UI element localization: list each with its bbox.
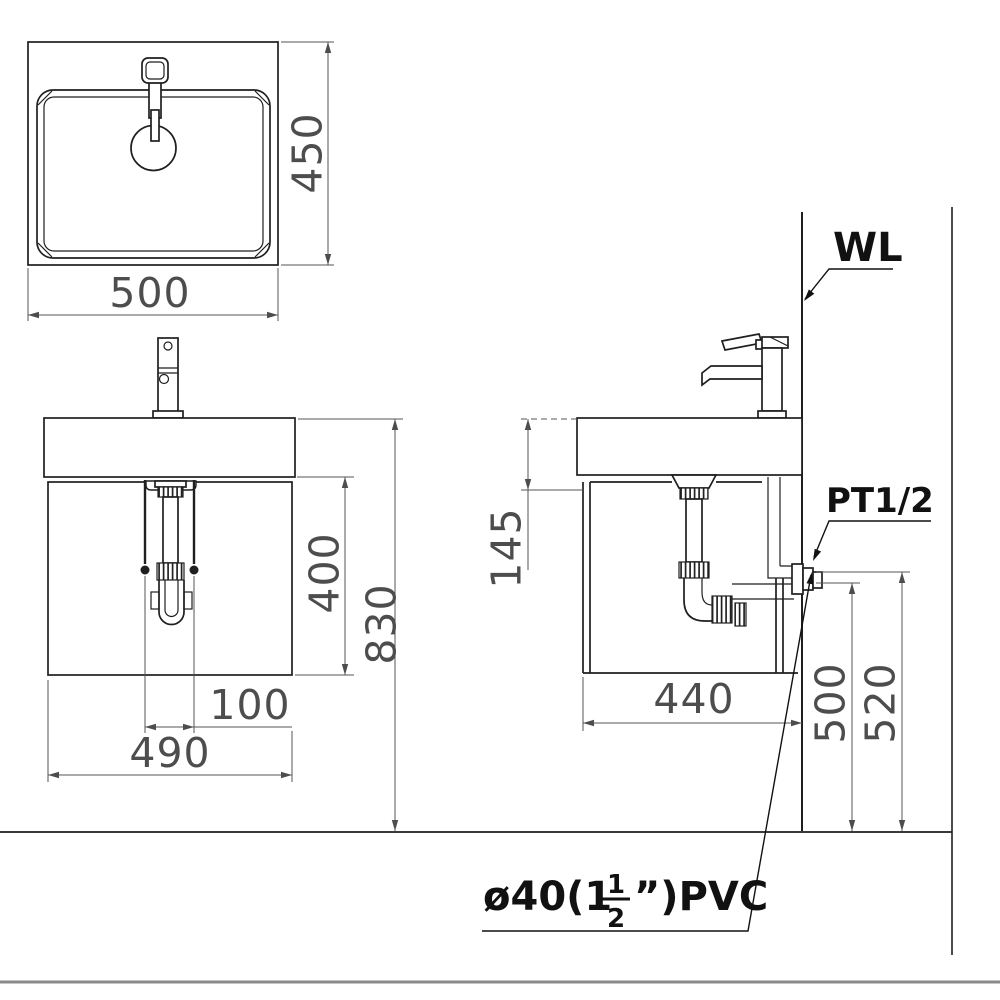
dim-drain-outlet-height: 500: [806, 582, 860, 831]
drain-front: [150, 480, 193, 626]
drain-pipe-frac-num: 1: [607, 870, 625, 900]
basin-outline-top: [27, 41, 279, 266]
coupling-front: [156, 562, 185, 581]
faucet-body-side: [761, 347, 783, 412]
drain-pipe-callout: ø40(1 1 2 ”)PVC: [482, 572, 814, 934]
drain-pipe-label-suffix: ”)PVC: [634, 874, 768, 920]
basin-corner-chamfers: [37, 90, 270, 258]
dim-cabinet-width: 490: [47, 680, 293, 782]
faucet-spout-side: [701, 365, 763, 387]
drain-pipe-label-prefix: ø40(1: [483, 874, 612, 920]
drain-trap-side: [670, 474, 794, 627]
basin-front: [43, 417, 296, 478]
dim-label-100: 100: [209, 681, 290, 729]
trap-u-outer: [158, 580, 185, 626]
dim-supply-height: 520: [816, 571, 910, 831]
dim-label-145: 145: [482, 507, 530, 588]
faucet-hole-top-inner: [145, 61, 165, 80]
dim-total-height: 830: [298, 418, 405, 831]
cabinet-side: [582, 481, 798, 674]
popup-rods-front: [140, 480, 199, 575]
tailpipe-side: [685, 498, 703, 563]
dim-top-width: 500: [27, 268, 279, 321]
dim-label-440: 440: [653, 675, 734, 723]
trap-bend-outer: [683, 578, 712, 622]
faucet-cap-side: [761, 336, 789, 349]
wall-line-callout: WL: [804, 225, 903, 301]
dim-label-450: 450: [283, 112, 331, 193]
dim-drain-offset: 100: [144, 576, 292, 733]
dim-label-520: 520: [856, 662, 904, 743]
dim-rim-to-trap: 145: [482, 418, 583, 589]
faucet-base-side: [757, 410, 787, 419]
side-view: WL PT1/2 145 440: [482, 212, 934, 832]
drain-nut-side: [679, 487, 709, 500]
dim-label-830: 830: [357, 583, 405, 664]
basin-side: [576, 417, 803, 476]
drain-flange-side: [670, 474, 718, 489]
popup-rod-top: [148, 81, 162, 142]
wall-fitting-stub: [812, 571, 823, 589]
faucet-hole-top: [141, 57, 169, 84]
supply-connection-label: PT1/2: [826, 481, 934, 521]
trap-bend-inner: [701, 578, 713, 606]
dim-label-490: 490: [129, 729, 210, 777]
trap-u-inner: [164, 580, 179, 618]
drain-pipe-frac-den: 2: [607, 904, 625, 934]
dim-cabinet-depth: 440: [582, 675, 802, 731]
cleanout-plug-side: [734, 602, 747, 627]
tailpipe-front: [162, 496, 179, 564]
dim-label-500-top: 500: [109, 269, 190, 317]
top-view: 450 500: [27, 41, 334, 321]
coupling-side: [678, 561, 710, 579]
dim-under-basin-height: 400: [295, 476, 354, 676]
front-view: 100 490 400 830: [43, 337, 405, 831]
dim-label-500-side: 500: [806, 662, 854, 743]
supply-pipe-side: [767, 477, 795, 579]
drain-nut-front: [157, 486, 184, 498]
wall-line-label: WL: [833, 225, 903, 271]
trap-union-side: [711, 595, 733, 624]
faucet-side: [701, 333, 789, 419]
supply-connection-callout: PT1/2: [813, 481, 934, 561]
dim-label-400: 400: [300, 532, 348, 613]
faucet-base: [152, 410, 184, 419]
faucet-cap-hole: [163, 341, 173, 351]
dim-top-depth: 450: [281, 41, 334, 266]
faucet-front: [152, 337, 184, 419]
drain-flange-front: [154, 480, 187, 488]
wall-fitting: [791, 563, 823, 595]
